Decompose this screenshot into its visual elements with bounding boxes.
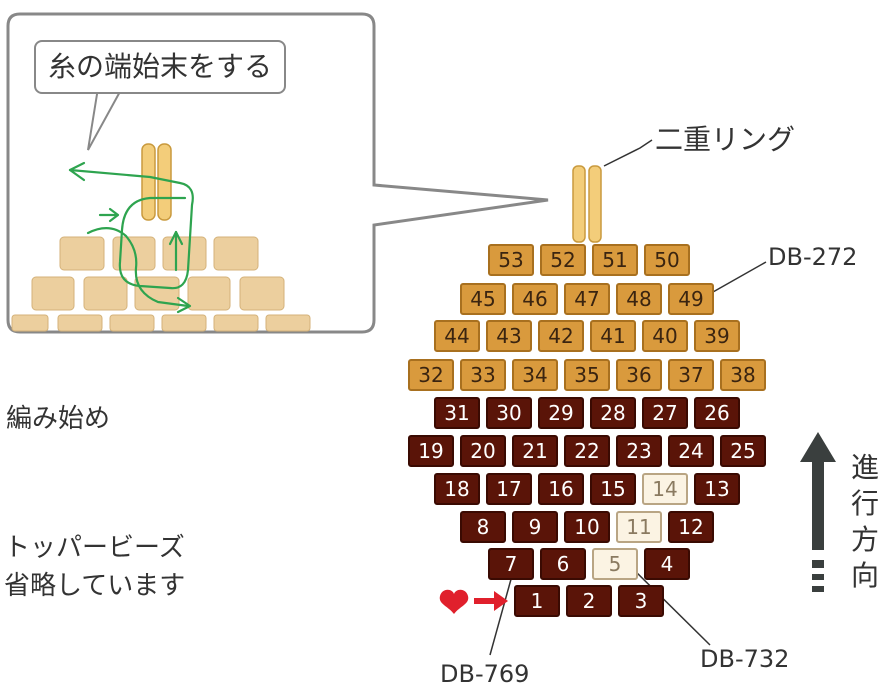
bead-52: 52 <box>540 244 586 276</box>
main-double-ring <box>572 165 602 243</box>
bead-42: 42 <box>538 320 584 352</box>
bead-19: 19 <box>408 435 454 467</box>
bead-32: 32 <box>408 359 454 391</box>
bead-25: 25 <box>720 435 766 467</box>
bead-16: 16 <box>538 473 584 505</box>
bead-6: 6 <box>540 548 586 580</box>
bead-2: 2 <box>566 585 612 617</box>
bead-13: 13 <box>694 473 740 505</box>
bead-38: 38 <box>720 359 766 391</box>
bead-17: 17 <box>486 473 532 505</box>
bead-8: 8 <box>460 511 506 543</box>
bead-22: 22 <box>564 435 610 467</box>
bead-26: 26 <box>694 397 740 429</box>
bead-code-pale: DB-732 <box>700 645 790 673</box>
start-label: 編み始め <box>6 404 111 434</box>
bead-28: 28 <box>590 397 636 429</box>
leader-lines <box>489 139 767 656</box>
double-ring-label: 二重リング <box>655 123 796 156</box>
bead-39: 39 <box>694 320 740 352</box>
bead-10: 10 <box>564 511 610 543</box>
bead-12: 12 <box>668 511 714 543</box>
bead-7: 7 <box>488 548 534 580</box>
heart-icon <box>439 589 469 614</box>
bead-9: 9 <box>512 511 558 543</box>
bead-20: 20 <box>460 435 506 467</box>
bead-5: 5 <box>592 548 638 580</box>
bead-50: 50 <box>644 244 690 276</box>
bead-34: 34 <box>512 359 558 391</box>
thread-path <box>68 161 194 314</box>
bead-18: 18 <box>434 473 480 505</box>
bead-27: 27 <box>642 397 688 429</box>
bead-45: 45 <box>460 283 506 315</box>
topper-note-line2: 省略しています <box>4 571 186 601</box>
bead-4: 4 <box>644 548 690 580</box>
bead-11: 11 <box>616 511 662 543</box>
bead-3: 3 <box>618 585 664 617</box>
bead-47: 47 <box>564 283 610 315</box>
detail-double-ring <box>141 143 172 221</box>
bead-48: 48 <box>616 283 662 315</box>
bead-36: 36 <box>616 359 662 391</box>
bead-37: 37 <box>668 359 714 391</box>
bead-40: 40 <box>642 320 688 352</box>
bead-23: 23 <box>616 435 662 467</box>
topper-note-line1: トッパービーズ <box>4 533 185 563</box>
bead-21: 21 <box>512 435 558 467</box>
caption-pointer <box>87 87 123 151</box>
bead-24: 24 <box>668 435 714 467</box>
bead-33: 33 <box>460 359 506 391</box>
bead-44: 44 <box>434 320 480 352</box>
bead-code-light: DB-272 <box>768 243 858 271</box>
detail-beads <box>11 236 311 332</box>
bead-43: 43 <box>486 320 532 352</box>
bead-41: 41 <box>590 320 636 352</box>
bead-35: 35 <box>564 359 610 391</box>
bead-31: 31 <box>434 397 480 429</box>
bead-15: 15 <box>590 473 636 505</box>
bead-code-dark: DB-769 <box>440 660 530 688</box>
bead-1: 1 <box>514 585 560 617</box>
arrow-right-icon <box>474 591 508 611</box>
arrow-up-icon <box>800 432 836 592</box>
bead-46: 46 <box>512 283 558 315</box>
bead-14: 14 <box>642 473 688 505</box>
bead-51: 51 <box>592 244 638 276</box>
direction-label: 進行方向 <box>850 451 879 592</box>
bead-29: 29 <box>538 397 584 429</box>
bead-30: 30 <box>486 397 532 429</box>
bead-53: 53 <box>488 244 534 276</box>
detail-caption: 糸の端始末をする <box>34 40 287 94</box>
bead-49: 49 <box>668 283 714 315</box>
